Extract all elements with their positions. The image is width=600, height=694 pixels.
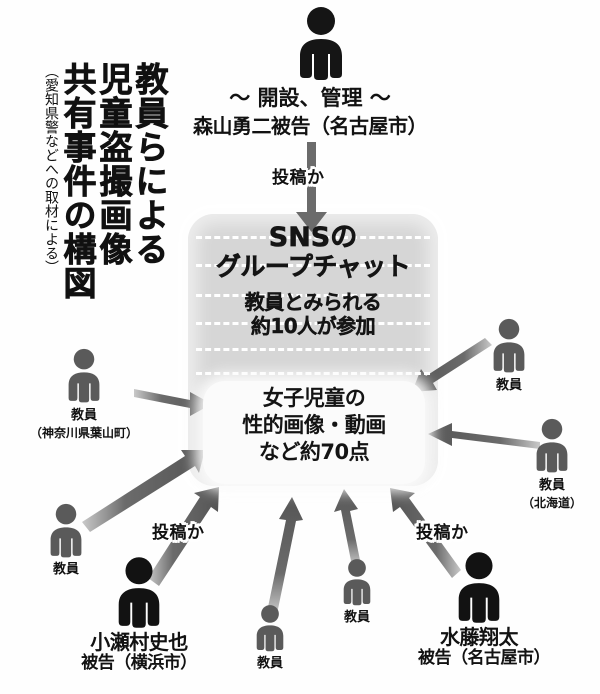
kosemura-suffix: 被告 — [81, 653, 115, 673]
person-icon-teacher-right-upper — [487, 318, 531, 374]
teacher-kanagawa-label: 教員 — [70, 408, 97, 423]
panel-dash-3 — [196, 294, 430, 297]
moriyama-name-label: 森山勇二被告（名古屋市） — [150, 114, 470, 138]
suito-status-label: 被告（名古屋市） — [409, 648, 559, 668]
arrow-teacher-bottom-center-right — [334, 489, 361, 566]
moriyama-role-label: 〜 開設、管理 〜 — [229, 86, 391, 110]
teacher-right-upper-label: 教員 — [495, 378, 522, 393]
sns-title-line-1: SNSの — [268, 222, 358, 254]
badge-post-bottom-right: 投稿か — [416, 523, 469, 543]
content-line-2: 性的画像・動画 — [242, 412, 386, 437]
sns-title-line-2: グループチャット — [215, 252, 411, 282]
title-column-3: 共有事件の構図 — [58, 62, 98, 301]
sns-members-line-1: 教員とみられる — [244, 289, 382, 314]
person-icon-teacher-kanagawa — [62, 348, 106, 404]
arrow-teacher-hokkaido — [428, 423, 540, 449]
panel-dash-5 — [196, 348, 430, 351]
sns-panel-text: SNSの グループチャット 教員とみられる 約10人が参加 — [188, 222, 438, 339]
title-column-1: 教員らによる — [130, 62, 170, 267]
teacher-kanagawa-sublabel: （神奈川県葉山町） — [29, 426, 138, 440]
panel-dash-2 — [196, 264, 430, 267]
title-column-2: 児童盗撮画像 — [94, 62, 134, 267]
content-line-1: 女子児童の — [262, 386, 366, 410]
arrow-kosemura — [148, 487, 219, 586]
suito-place: （名古屋市） — [451, 648, 551, 668]
arrow-suito — [390, 488, 461, 578]
kosemura-name-label: 小瀬村史也 — [90, 630, 188, 654]
teacher-left-lower-label: 教員 — [52, 562, 79, 577]
kosemura-status-label: 被告（横浜市） — [69, 653, 209, 673]
sns-members-line-2: 約10人が参加 — [250, 314, 376, 339]
person-icon-teacher-bottom-center-right — [338, 558, 376, 607]
teacher-bottom-center-left-label: 教員 — [256, 656, 283, 671]
page-title: 教員らによる 児童盗撮画像 共有事件の構図 （愛知県警などへの取材による） — [6, 62, 170, 362]
person-icon-teacher-left-lower — [44, 503, 88, 559]
teacher-bottom-center-right-label: 教員 — [343, 610, 370, 625]
panel-dash-4 — [196, 322, 430, 325]
content-line-3: など約70点 — [258, 439, 370, 464]
panel-dash-6 — [196, 372, 430, 375]
teacher-hokkaido-sublabel: （北海道） — [521, 496, 582, 510]
badge-post-bottom-left: 投稿か — [152, 523, 205, 543]
moriyama-place: （名古屋市） — [310, 114, 428, 138]
moriyama-suffix: 被告 — [271, 114, 311, 138]
moriyama-name: 森山勇二 — [193, 114, 272, 138]
title-source-note: （愛知県警などへの取材による） — [43, 64, 59, 274]
person-icon-kosemura — [110, 556, 168, 630]
kosemura-place: （横浜市） — [114, 653, 197, 673]
teacher-hokkaido-label: 教員 — [538, 478, 565, 493]
person-icon-teacher-hokkaido — [530, 418, 574, 474]
arrow-teacher-right-upper — [412, 338, 492, 392]
arrow-teacher-left-lower — [82, 450, 205, 532]
arrow-teacher-bottom-center-left — [267, 497, 303, 614]
arrow-teacher-kanagawa — [134, 389, 212, 416]
content-card-text: 女子児童の 性的画像・動画 など約70点 — [203, 385, 425, 466]
panel-dash-1 — [196, 236, 430, 239]
person-icon-suito — [450, 551, 508, 625]
arrow-top-to-panel — [296, 142, 327, 232]
person-icon-teacher-bottom-center-left — [251, 604, 289, 653]
person-icon-moriyama — [291, 6, 351, 82]
suito-suffix: 被告 — [418, 648, 452, 668]
suito-name-label: 水藤翔太 — [440, 625, 519, 649]
content-card — [203, 381, 425, 484]
badge-post-top: 投稿か — [272, 168, 325, 188]
